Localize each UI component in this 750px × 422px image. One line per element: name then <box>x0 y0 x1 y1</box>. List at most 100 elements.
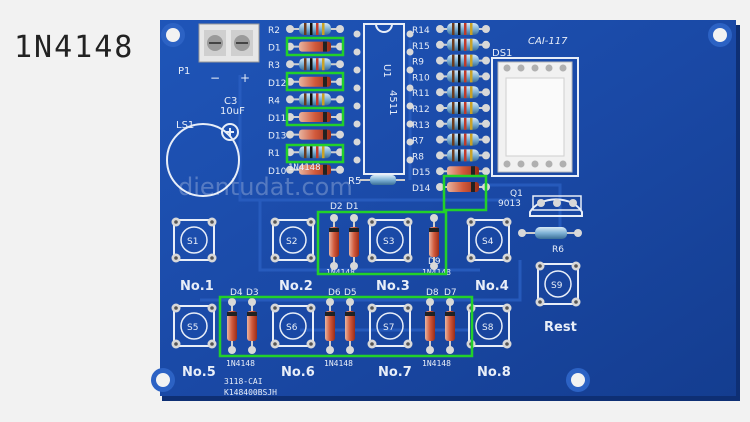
diode-group2-1 <box>325 298 335 354</box>
switch-label: S2 <box>286 237 297 247</box>
switch-number-label: No.3 <box>376 279 410 294</box>
right-row-part <box>436 149 490 162</box>
switch-label: S6 <box>286 323 298 333</box>
right-row-label: R12 <box>412 105 430 115</box>
right-row-part <box>436 23 490 35</box>
buzzer-outline <box>166 123 240 197</box>
left-row-part <box>286 129 344 140</box>
right-row-label: R15 <box>412 42 430 52</box>
switch-number-label: No.8 <box>477 365 511 380</box>
left-row-label: R1 <box>268 149 280 159</box>
diode-group1-2 <box>247 298 257 354</box>
switch-label: S4 <box>482 237 494 247</box>
left-row-part <box>286 93 344 106</box>
switch-s6[interactable]: S6 <box>270 303 316 349</box>
switch-s4[interactable]: S4 <box>466 217 512 263</box>
buzzer-label: LS1 <box>176 120 194 131</box>
board-code-2: K148400BSJH <box>224 388 277 397</box>
left-row-part <box>286 58 344 71</box>
switch-label: S9 <box>551 281 563 291</box>
switch-number-label: No.6 <box>281 365 315 380</box>
right-row-part <box>436 182 490 192</box>
diode-d4-label: D4 <box>230 288 243 298</box>
highlight-boxes <box>218 36 488 358</box>
right-row-label: D15 <box>412 168 430 178</box>
diode-group3-2 <box>445 298 455 354</box>
r5-label: R5 <box>348 176 361 187</box>
resistor-r5 <box>360 175 405 185</box>
resistor-r6 <box>518 227 582 239</box>
switch-s3[interactable]: S3 <box>367 217 413 263</box>
r6-label: R6 <box>552 245 564 255</box>
highlight-d10 <box>285 143 345 164</box>
diode-d9 <box>429 214 439 270</box>
board-code-1: 3118-CAI <box>224 377 263 386</box>
switch-label: S1 <box>187 237 198 247</box>
switch-reset[interactable]: S9 <box>535 261 581 307</box>
diode-d8-label: D8 <box>426 288 439 298</box>
power-minus: − <box>210 71 220 85</box>
diode-d1 <box>349 214 359 270</box>
highlight-d13 <box>285 106 345 127</box>
switch-label: S8 <box>482 323 494 333</box>
switch-number-label: No.5 <box>182 365 216 380</box>
switch-s5[interactable]: S5 <box>171 303 217 349</box>
left-row-label: R4 <box>268 96 280 106</box>
left-row-part <box>286 146 344 159</box>
highlight-d12 <box>285 71 345 92</box>
left-row-label: D13 <box>268 132 286 142</box>
ic-part: 4511 <box>387 90 398 115</box>
cap-label: C3 <box>224 96 237 107</box>
switch-s2[interactable]: S2 <box>270 217 316 263</box>
top-pair-part: 1N4148 <box>326 268 355 277</box>
highlight-d1 <box>285 36 345 57</box>
right-row-label: R9 <box>412 58 424 68</box>
switch-s7[interactable]: S7 <box>367 303 413 349</box>
group-2-part: 1N4148 <box>324 359 353 368</box>
group-3-part: 1N4148 <box>422 359 451 368</box>
left-row-label: D11 <box>268 114 286 124</box>
display-label: DS1 <box>492 48 512 59</box>
right-row-part <box>436 133 490 146</box>
power-plus: + <box>240 71 250 85</box>
right-row-part <box>436 102 490 114</box>
transistor-label: Q1 <box>510 189 523 199</box>
switch-label: S5 <box>187 323 198 333</box>
group-1-part: 1N4148 <box>226 359 255 368</box>
diode-group3-1 <box>425 298 435 354</box>
right-row-label: R13 <box>412 121 430 131</box>
power-connector <box>198 23 260 63</box>
transistor-outline <box>529 198 583 217</box>
right-row-part <box>436 38 490 51</box>
diode-d3-label: D3 <box>246 288 259 298</box>
left-row-part <box>286 164 344 175</box>
watermark: dientudat.com <box>178 173 353 201</box>
mounting-holes <box>151 23 732 392</box>
right-row-label: R14 <box>412 26 430 36</box>
switch-label: S3 <box>383 237 394 247</box>
right-row-part <box>436 166 490 177</box>
switch-number-label: No.4 <box>475 279 509 294</box>
left-row-label: R2 <box>268 26 280 36</box>
right-row-label: R10 <box>412 73 430 83</box>
right-row-label: D14 <box>412 184 431 194</box>
switch-s8[interactable]: S8 <box>466 303 512 349</box>
diode-d6-label: D6 <box>328 288 341 298</box>
diode-group1-1 <box>227 298 237 354</box>
right-row-label: R8 <box>412 152 424 162</box>
part-caption: 1N4148 <box>14 30 135 65</box>
highlight-top-pair <box>316 210 448 276</box>
diode-d1-label: D1 <box>346 202 359 212</box>
diode-d7-label: D7 <box>444 288 457 298</box>
switch-s1[interactable]: S1 <box>171 217 217 263</box>
left-row-label: D1 <box>268 44 281 54</box>
switch-number-label: No.1 <box>180 279 214 294</box>
left-row-label: D12 <box>268 79 286 89</box>
right-row-part <box>436 86 490 99</box>
highlight-bottom-groups <box>218 295 474 358</box>
ic-label: U1 <box>381 64 392 78</box>
right-row-part <box>436 70 490 83</box>
